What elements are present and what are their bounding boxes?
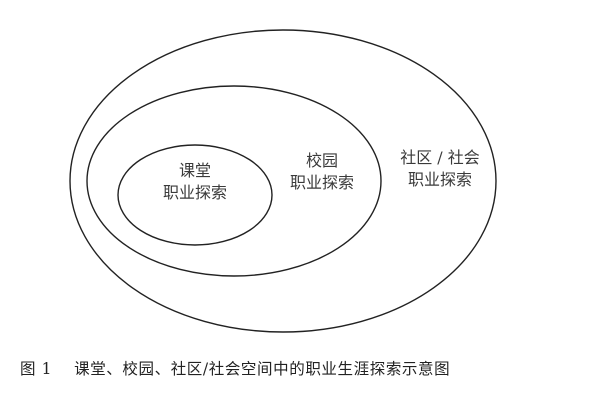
campus-label-line2: 职业探索 (289, 173, 354, 192)
campus-label: 校园 职业探索 (272, 150, 372, 194)
middle-ellipse-campus (86, 85, 382, 277)
classroom-label-line2: 职业探索 (162, 183, 227, 202)
classroom-label-line1: 课堂 (178, 161, 211, 180)
campus-label-line1: 校园 (305, 151, 338, 170)
outer-ellipse-community (69, 29, 497, 333)
community-label-line1: 社区 / 社会 (400, 148, 480, 167)
figure-number: 图 1 (20, 360, 53, 378)
inner-ellipse-classroom (117, 144, 273, 246)
figure-caption: 图 1 课堂、校园、社区/社会空间中的职业生涯探索示意图 (20, 357, 450, 379)
community-label-line2: 职业探索 (407, 170, 472, 189)
caption-text: 课堂、校园、社区/社会空间中的职业生涯探索示意图 (74, 360, 451, 378)
nested-ellipse-diagram (69, 29, 497, 333)
classroom-label: 课堂 职业探索 (145, 160, 245, 204)
community-label: 社区 / 社会 职业探索 (385, 147, 495, 191)
